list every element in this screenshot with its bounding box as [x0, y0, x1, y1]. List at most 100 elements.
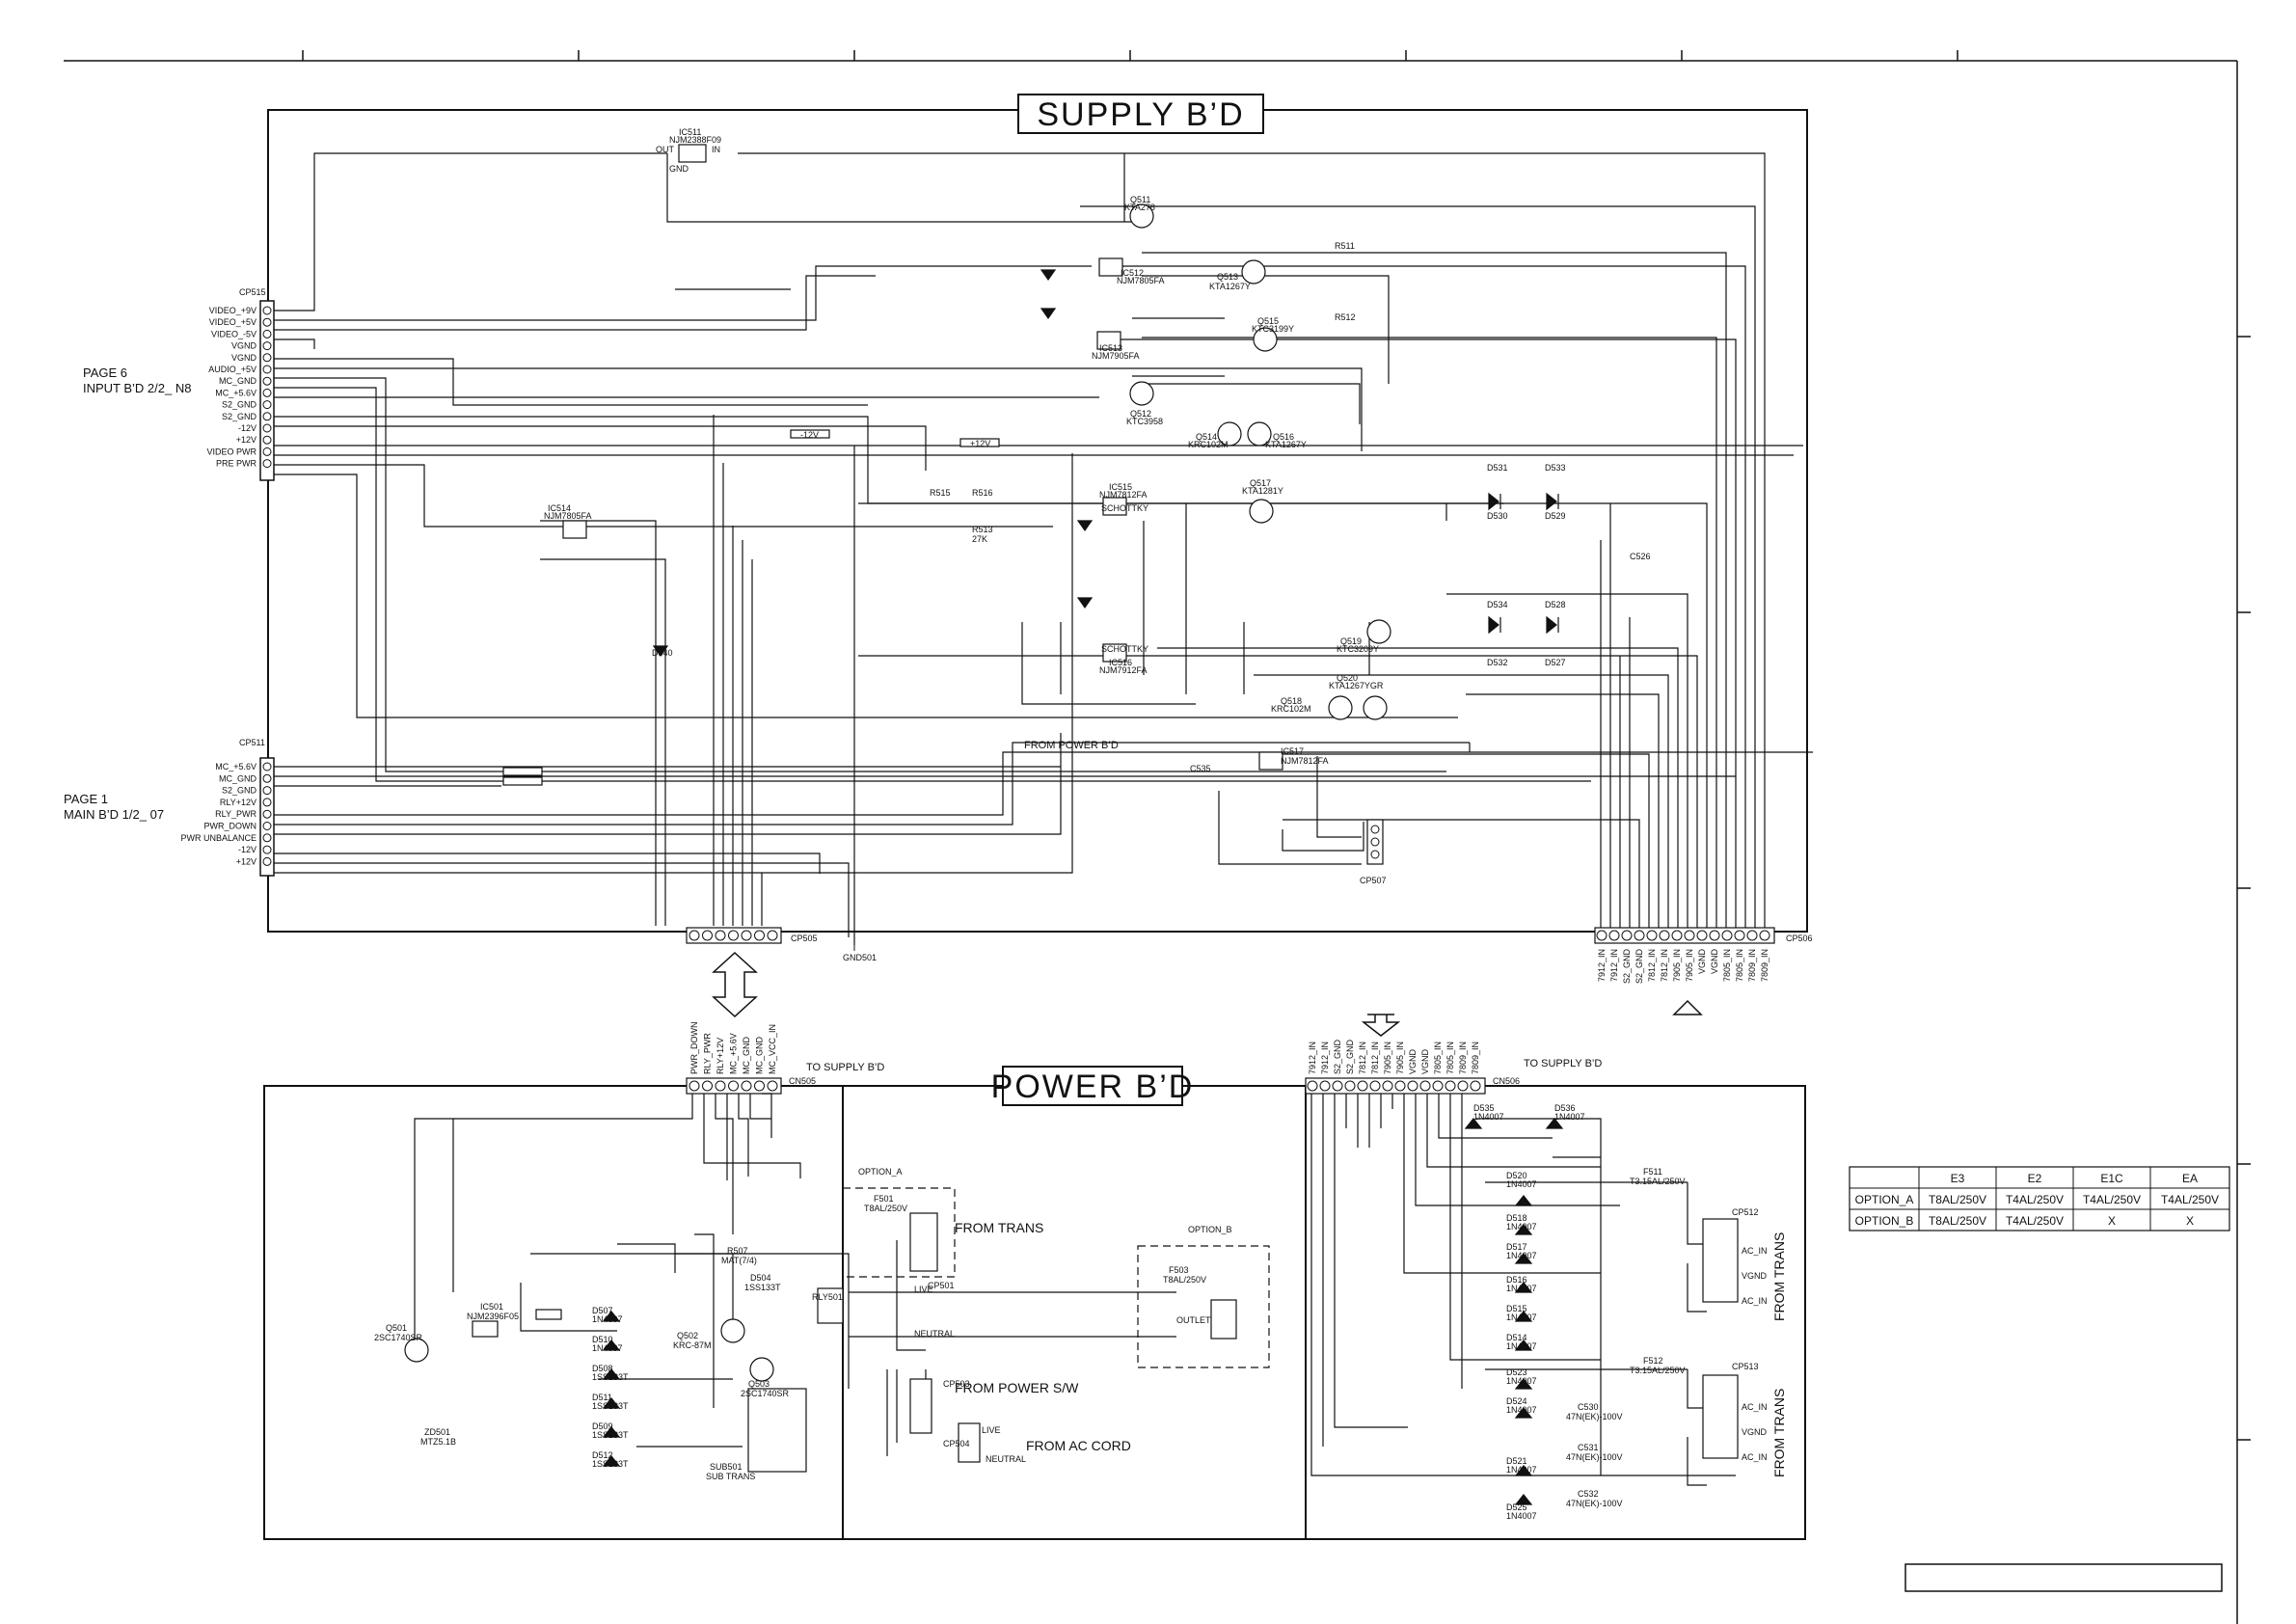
diode-label: D514 [1506, 1333, 1527, 1342]
svg-text:MTZ5.1B: MTZ5.1B [420, 1437, 456, 1447]
cn506-pin-label: 7805_IN [1445, 1042, 1455, 1074]
cp515-pin-label: PRE PWR [216, 459, 257, 469]
svg-text:R515: R515 [930, 488, 951, 498]
cn505-pin [728, 1080, 739, 1092]
cn505-pin [754, 1080, 765, 1092]
page1-board: MAIN B’D 1/2_ 07 [64, 807, 164, 822]
diode-label: D508 [592, 1364, 613, 1373]
svg-text:T8AL/250V: T8AL/250V [864, 1204, 907, 1213]
fuse-table-header: E2 [2028, 1172, 2042, 1185]
cp506-pin [1721, 930, 1733, 941]
cp506-pin-label: S2_GND [1622, 949, 1632, 985]
cp506-pin [1734, 930, 1745, 941]
cn506-pin-label: VGND [1420, 1048, 1430, 1074]
svg-text:AC_IN: AC_IN [1742, 1246, 1768, 1256]
diode-value: 1N4007 [1506, 1341, 1537, 1351]
svg-text:MAT(7/4): MAT(7/4) [721, 1256, 757, 1265]
svg-text:NEUTRAL: NEUTRAL [914, 1329, 955, 1339]
cp511-pin-label: S2_GND [222, 786, 257, 796]
supply-part-labels: IC511 NJM2388F09 OUT IN GND Q511 KTA278 … [544, 127, 1651, 773]
svg-text:KTA1267Y: KTA1267Y [1209, 282, 1251, 291]
diode-value: 1N4007 [1506, 1405, 1537, 1415]
cp515-pin [262, 365, 272, 374]
cp515-pin-label: VIDEO_+9V [209, 306, 257, 315]
cp506-pin [1621, 930, 1633, 941]
svg-text:D533: D533 [1545, 463, 1566, 473]
diode-label: D516 [1506, 1275, 1527, 1285]
svg-text:AC_IN: AC_IN [1742, 1452, 1768, 1462]
power-wiring [414, 1093, 1736, 1486]
diode-value: 1N4007 [1506, 1313, 1537, 1322]
diode-value: 1N4007 [1506, 1465, 1537, 1475]
diode-label: D511 [592, 1393, 612, 1402]
diode-value: 1N4007 [1506, 1376, 1537, 1386]
svg-text:D530: D530 [1487, 511, 1508, 521]
svg-text:D540: D540 [652, 648, 673, 658]
svg-text:27K: 27K [972, 534, 987, 544]
cn505-pin-label: RLY_PWR [703, 1033, 713, 1074]
svg-text:KTA1281Y: KTA1281Y [1242, 486, 1283, 496]
svg-text:IC514: IC514 [548, 503, 571, 513]
svg-text:IC516: IC516 [1109, 658, 1132, 667]
svg-text:Q502: Q502 [677, 1331, 698, 1340]
connector-cp505: CP505 GND501 [686, 927, 877, 962]
cn505-pin [689, 1080, 700, 1092]
diode-label: D520 [1506, 1171, 1527, 1180]
svg-text:C531: C531 [1578, 1443, 1599, 1452]
fuse-table-cell: T8AL/250V [1929, 1214, 1986, 1228]
cp515-pin [262, 388, 272, 397]
diode-label: D512 [592, 1450, 613, 1460]
svg-text:IC513: IC513 [1099, 343, 1122, 353]
cp506-pin [1646, 930, 1658, 941]
svg-text:KTA278: KTA278 [1124, 203, 1155, 212]
svg-text:SCHOTTKY: SCHOTTKY [1101, 644, 1148, 654]
svg-text:FROM TRANS: FROM TRANS [1771, 1389, 1787, 1477]
cn506-pin [1407, 1080, 1418, 1092]
page6-ref: PAGE 6 [83, 365, 127, 380]
svg-text:47N(EK)-100V: 47N(EK)-100V [1566, 1499, 1623, 1508]
svg-text:CP513: CP513 [1732, 1362, 1759, 1371]
cp515-pin-label: S2_GND [222, 412, 257, 421]
cp515-pin [262, 376, 272, 386]
cp506-pin [1608, 930, 1620, 941]
cp506-pin [1671, 930, 1683, 941]
svg-text:1SS133T: 1SS133T [744, 1283, 781, 1292]
cp511-pin-label: MC_+5.6V [215, 762, 257, 771]
cp515-pin-label: AUDIO_+5V [208, 365, 257, 374]
cp506-pin [1596, 930, 1607, 941]
fuse-table-cell: T4AL/250V [2006, 1193, 2064, 1206]
diode-label: D517 [1506, 1242, 1527, 1252]
svg-text:SCHOTTKY: SCHOTTKY [1101, 503, 1148, 513]
svg-text:GND: GND [669, 164, 689, 174]
svg-text:TO SUPPLY B’D: TO SUPPLY B’D [1524, 1058, 1602, 1069]
from-trans-label: FROM TRANS [955, 1220, 1043, 1235]
connector-cp511: CP511 MC_+5.6VMC_GNDS2_GNDRLY+12VRLY_PWR… [180, 738, 275, 877]
svg-text:NJM7912FA: NJM7912FA [1099, 665, 1148, 675]
svg-text:OPTION_B: OPTION_B [1188, 1225, 1232, 1234]
title-block [1904, 1563, 2223, 1592]
svg-text:F512: F512 [1643, 1356, 1663, 1366]
svg-text:OUT: OUT [656, 145, 675, 154]
svg-text:D528: D528 [1545, 600, 1566, 609]
svg-text:Q518: Q518 [1281, 696, 1302, 706]
svg-text:Q501: Q501 [386, 1323, 407, 1333]
supply-components [502, 144, 1391, 786]
svg-text:CP512: CP512 [1732, 1207, 1759, 1217]
supply-board: SUPPLY B’D CP515 VIDEO_+9VVIDEO_+5VVIDEO… [64, 94, 1813, 985]
svg-text:IC512: IC512 [1121, 268, 1144, 278]
svg-text:C526: C526 [1630, 552, 1651, 561]
cp506-pin [1634, 930, 1645, 941]
from-power-board-label: FROM POWER B’D [1024, 740, 1119, 751]
svg-text:Q512: Q512 [1130, 409, 1151, 419]
diode-label: D515 [1506, 1304, 1527, 1313]
cn506-pin-label: 7809_IN [1458, 1042, 1468, 1074]
cp515-pin-label: VIDEO PWR [206, 447, 257, 456]
svg-text:47N(EK)-100V: 47N(EK)-100V [1566, 1452, 1623, 1462]
svg-text:R507: R507 [727, 1246, 748, 1256]
cn506-pin [1319, 1080, 1331, 1092]
cp505-pin [754, 930, 765, 941]
svg-text:F503: F503 [1169, 1265, 1189, 1275]
svg-text:KRC102M: KRC102M [1188, 440, 1229, 449]
